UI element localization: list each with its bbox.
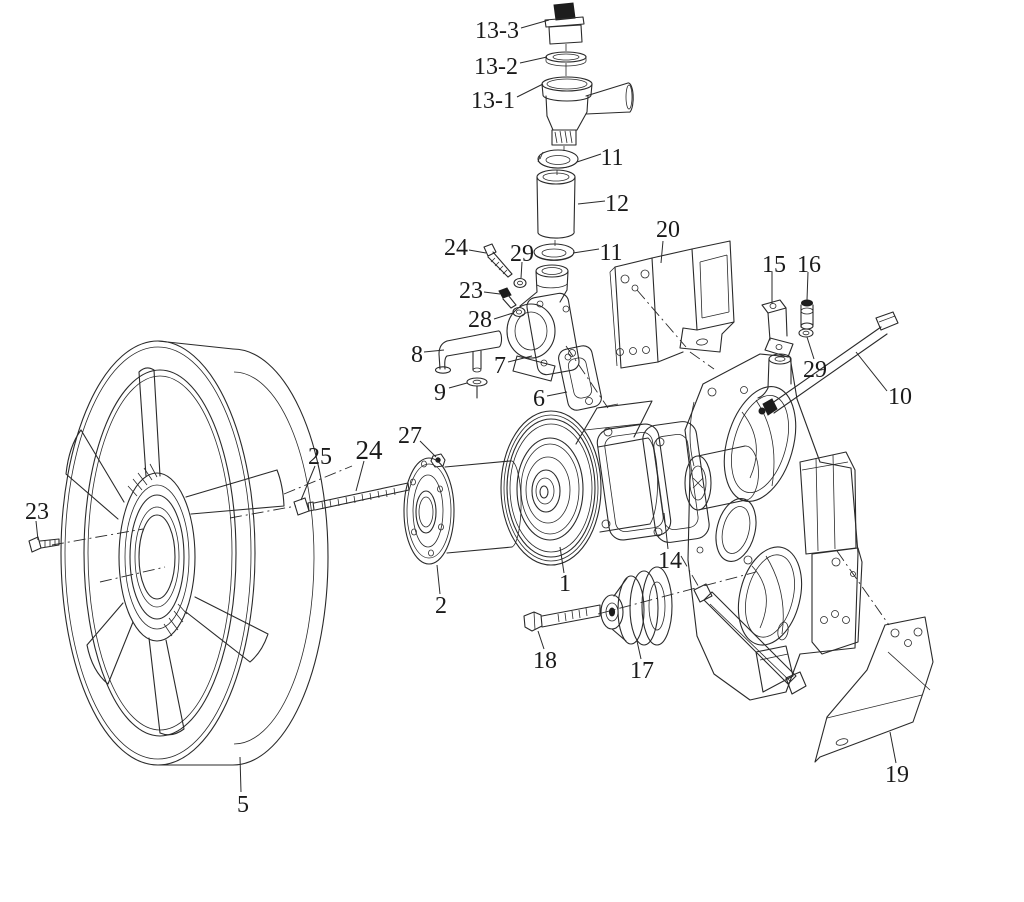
part-label-11-upper: 11 [600, 145, 623, 171]
seal-ring-part-11-lower [533, 243, 575, 261]
pulley-part-17 [600, 566, 673, 646]
part-label-17: 17 [630, 658, 654, 684]
part-label-1: 1 [559, 571, 571, 597]
part-label-16: 16 [797, 252, 821, 278]
tube-part-12 [536, 169, 576, 246]
stud-part-24 [313, 482, 410, 511]
part-label-19: 19 [885, 762, 909, 788]
washer-part-9 [466, 377, 488, 399]
part-label-24-upper: 24 [444, 235, 468, 261]
fan-part-5 [60, 340, 329, 766]
thermostat-housing-part-13-1 [541, 76, 634, 151]
part-label-29-upper: 29 [510, 241, 534, 267]
part-label-13-3: 13-3 [475, 18, 519, 44]
clamp-part-15 [761, 299, 794, 358]
inlet-housing-part-7 [506, 264, 580, 382]
center-lines [51, 289, 890, 626]
part-label-9: 9 [434, 380, 446, 406]
bracket-part-19 [814, 616, 934, 763]
part-label-25: 25 [308, 444, 332, 470]
part-label-23-left: 23 [25, 499, 49, 525]
part-label-13-1: 13-1 [471, 88, 515, 114]
leader-lines [35, 19, 897, 793]
washer-part-29-right [798, 328, 814, 338]
callout-labels: 13-3 13-2 13-1 11 12 11 20 24 29 23 28 8… [25, 18, 912, 818]
filler-cap-part-13-3 [544, 2, 585, 51]
part-label-13-2: 13-2 [474, 54, 518, 80]
part-label-15: 15 [762, 252, 786, 278]
bracket-part-20 [609, 240, 735, 369]
part-label-20: 20 [656, 217, 680, 243]
fan-spacer-part-2 [403, 457, 522, 565]
bolt-part-18 [523, 604, 601, 632]
gasket-part-13-2 [545, 51, 587, 76]
washer-part-29-upper [513, 277, 527, 289]
part-label-2: 2 [435, 593, 447, 619]
part-label-11-lower: 11 [599, 240, 622, 266]
bolt-part-23-upper [498, 287, 517, 309]
washer-part-28 [512, 306, 526, 318]
pipe-part-10 [758, 311, 899, 416]
part-label-29-right: 29 [803, 357, 827, 383]
part-label-27: 27 [398, 423, 422, 449]
seal-ring-part-11-upper [537, 149, 579, 175]
part-label-24-lower: 24 [356, 435, 384, 465]
part-label-6: 6 [533, 386, 545, 412]
elbow-pipe-part-8 [434, 330, 503, 374]
part-label-28: 28 [468, 307, 492, 333]
part-label-12: 12 [605, 191, 629, 217]
part-label-18: 18 [533, 648, 557, 674]
bolt-part-24-upper [483, 243, 513, 278]
part-label-5: 5 [237, 792, 249, 818]
part-label-23-upper: 23 [459, 278, 483, 304]
timing-gear-housing [684, 353, 863, 701]
plug-part-16 [800, 299, 814, 330]
gasket-plate-part-6 [558, 345, 602, 411]
part-label-7: 7 [494, 353, 506, 379]
part-label-14: 14 [658, 548, 682, 574]
part-label-10: 10 [888, 384, 912, 410]
part-label-8: 8 [411, 342, 423, 368]
water-pump-part-1 [500, 400, 672, 566]
